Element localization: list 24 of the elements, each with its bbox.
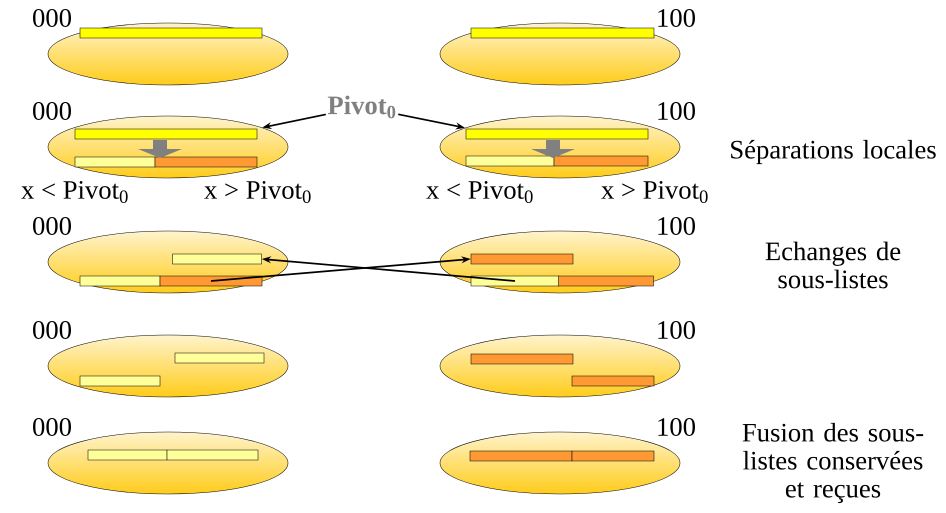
list-bar (172, 254, 262, 264)
index-label: 100 (658, 102, 695, 120)
index-label: 100 (658, 9, 695, 27)
list-bar (470, 276, 560, 286)
list-bar (470, 254, 574, 264)
index-label: 100 (658, 321, 695, 339)
index-label: 000 (33, 321, 71, 339)
index-label: 000 (33, 217, 71, 235)
list-bar (558, 276, 654, 286)
step-label: Fusion des sous-listes conservées et reçues (742, 422, 924, 504)
condition-label: x < Pivot$_{0}$ (21, 181, 128, 203)
condition-label: x < Pivot$_{0}$ (426, 181, 533, 203)
list-bar (160, 276, 262, 286)
index-label: 100 (658, 217, 695, 235)
index-label: 100 (658, 418, 695, 436)
condition-label: x > Pivot$_{0}$ (204, 181, 311, 203)
index-label: 000 (33, 418, 71, 436)
condition-label: x > Pivot$_{0}$ (601, 181, 708, 203)
index-label: 000 (33, 102, 71, 120)
index-label: 000 (33, 9, 71, 27)
pivot-label: Pivot$_{0}$ (328, 96, 396, 118)
step-label: Echanges de sous-listes (766, 242, 900, 288)
list-bar (80, 276, 160, 286)
step-label: Séparations locales (731, 140, 936, 164)
